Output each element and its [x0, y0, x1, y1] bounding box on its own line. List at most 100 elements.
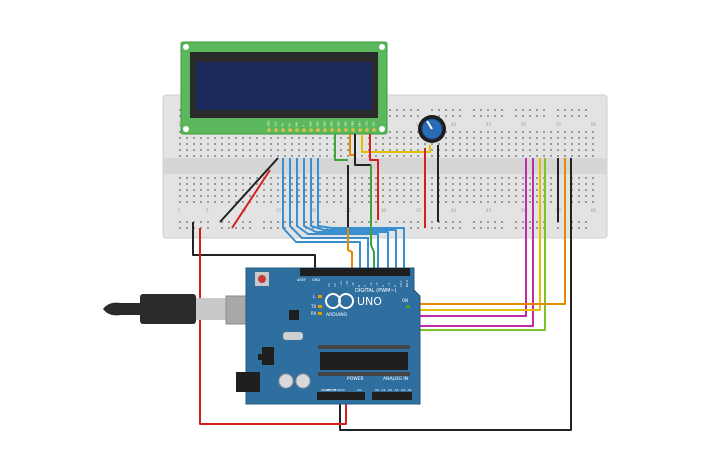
digital-header — [300, 268, 410, 276]
analog-pin-label: A1 — [382, 388, 386, 392]
breadboard-hole — [235, 155, 237, 157]
potentiometer[interactable] — [418, 115, 446, 143]
breadboard-hole — [557, 115, 559, 117]
breadboard-hole — [445, 143, 447, 145]
breadboard-hole — [466, 189, 468, 191]
breadboard-hole — [333, 177, 335, 179]
breadboard-hole — [207, 155, 209, 157]
breadboard-hole — [193, 201, 195, 203]
breadboard-hole — [375, 149, 377, 151]
breadboard-hole — [347, 143, 349, 145]
breadboard-hole — [410, 143, 412, 145]
breadboard-hole — [249, 137, 251, 139]
breadboard-column-number: 45 — [486, 122, 492, 127]
breadboard-hole — [340, 149, 342, 151]
breadboard-hole — [249, 155, 251, 157]
voltage-regulator — [262, 347, 274, 365]
breadboard-hole — [347, 137, 349, 139]
on-label: ON — [402, 298, 408, 303]
breadboard-hole — [473, 227, 475, 229]
breadboard-hole — [291, 177, 293, 179]
breadboard-hole — [410, 221, 412, 223]
breadboard-hole — [298, 155, 300, 157]
breadboard-hole — [459, 183, 461, 185]
breadboard-hole — [501, 137, 503, 139]
breadboard-hole — [270, 195, 272, 197]
breadboard-hole — [305, 221, 307, 223]
breadboard-hole — [389, 189, 391, 191]
breadboard-hole — [522, 149, 524, 151]
breadboard-hole — [564, 137, 566, 139]
breadboard-column-number: 30 — [381, 208, 387, 213]
digital-pin-label: ~5 — [375, 282, 379, 287]
breadboard-hole — [326, 201, 328, 203]
breadboard-hole — [501, 201, 503, 203]
breadboard-hole — [298, 149, 300, 151]
breadboard-hole — [571, 143, 573, 145]
lcd-pin-label: DB6 — [351, 121, 355, 127]
breadboard-hole — [585, 109, 587, 111]
breadboard-hole — [585, 131, 587, 133]
wire-magenta-2 — [415, 158, 534, 327]
breadboard-hole — [396, 109, 398, 111]
breadboard-hole — [326, 183, 328, 185]
breadboard-hole — [179, 201, 181, 203]
rx-led — [318, 312, 322, 315]
breadboard-hole — [186, 143, 188, 145]
breadboard-hole — [228, 227, 230, 229]
breadboard-hole — [186, 195, 188, 197]
breadboard-hole — [515, 143, 517, 145]
breadboard-hole — [480, 115, 482, 117]
breadboard-hole — [515, 131, 517, 133]
breadboard-hole — [200, 149, 202, 151]
breadboard-hole — [522, 143, 524, 145]
breadboard-hole — [249, 227, 251, 229]
breadboard-hole — [200, 195, 202, 197]
breadboard-hole — [480, 137, 482, 139]
breadboard-hole — [186, 137, 188, 139]
breadboard-hole — [550, 131, 552, 133]
breadboard-hole — [207, 143, 209, 145]
breadboard-hole — [235, 227, 237, 229]
digital-pin-label: ~6 — [369, 282, 373, 287]
breadboard-column-number: 1 — [178, 122, 181, 127]
breadboard-hole — [368, 183, 370, 185]
breadboard-hole — [515, 189, 517, 191]
breadboard-hole — [221, 189, 223, 191]
lcd-pin-label: DB4 — [337, 121, 341, 127]
breadboard-hole — [522, 109, 524, 111]
digital-pin-label: RX 0 — [405, 280, 409, 287]
breadboard-hole — [585, 177, 587, 179]
breadboard-hole — [452, 177, 454, 179]
breadboard-hole — [417, 227, 419, 229]
breadboard-hole — [417, 149, 419, 151]
breadboard-hole — [235, 137, 237, 139]
breadboard-hole — [585, 137, 587, 139]
breadboard-hole — [529, 149, 531, 151]
breadboard-hole — [214, 155, 216, 157]
breadboard-hole — [592, 155, 594, 157]
breadboard-hole — [382, 149, 384, 151]
lcd-pin — [365, 128, 369, 132]
breadboard-hole — [326, 189, 328, 191]
breadboard-hole — [536, 149, 538, 151]
breadboard-hole — [550, 189, 552, 191]
breadboard-hole — [508, 189, 510, 191]
breadboard-hole — [522, 189, 524, 191]
breadboard-hole — [235, 143, 237, 145]
breadboard-hole — [298, 195, 300, 197]
breadboard-hole — [235, 201, 237, 203]
breadboard-hole — [256, 183, 258, 185]
breadboard-hole — [515, 149, 517, 151]
breadboard-hole — [179, 137, 181, 139]
tx-led — [318, 305, 322, 308]
breadboard-hole — [452, 189, 454, 191]
breadboard-hole — [312, 155, 314, 157]
reset-button[interactable] — [258, 275, 266, 283]
breadboard-hole — [403, 177, 405, 179]
breadboard-hole — [431, 195, 433, 197]
breadboard-hole — [487, 115, 489, 117]
lcd-pin-label: DB2 — [323, 121, 327, 127]
breadboard-hole — [466, 155, 468, 157]
lcd-pin-label: GND — [267, 121, 271, 127]
